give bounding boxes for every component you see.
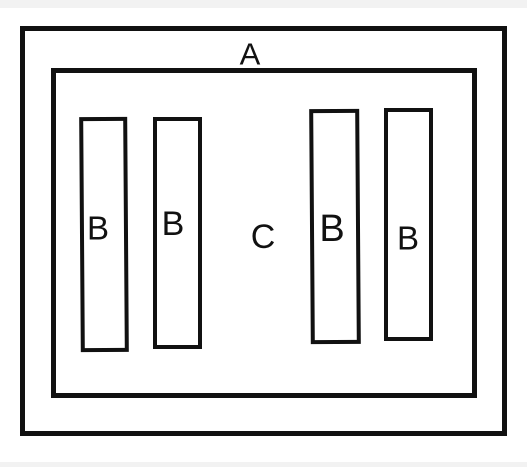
bottom-margin-strip: [0, 462, 527, 467]
label-b-4: B: [396, 219, 420, 257]
label-b-1: B: [86, 209, 110, 247]
bar-b-4: [384, 108, 433, 341]
outer-rectangle-a: [20, 26, 507, 436]
top-margin-strip: [0, 0, 527, 8]
label-b-3: B: [319, 208, 345, 250]
label-a: A: [239, 36, 261, 72]
label-b-2: B: [161, 205, 185, 243]
label-c: C: [250, 218, 276, 256]
inner-rectangle-c: [51, 68, 477, 398]
bar-b-2: [153, 117, 202, 349]
